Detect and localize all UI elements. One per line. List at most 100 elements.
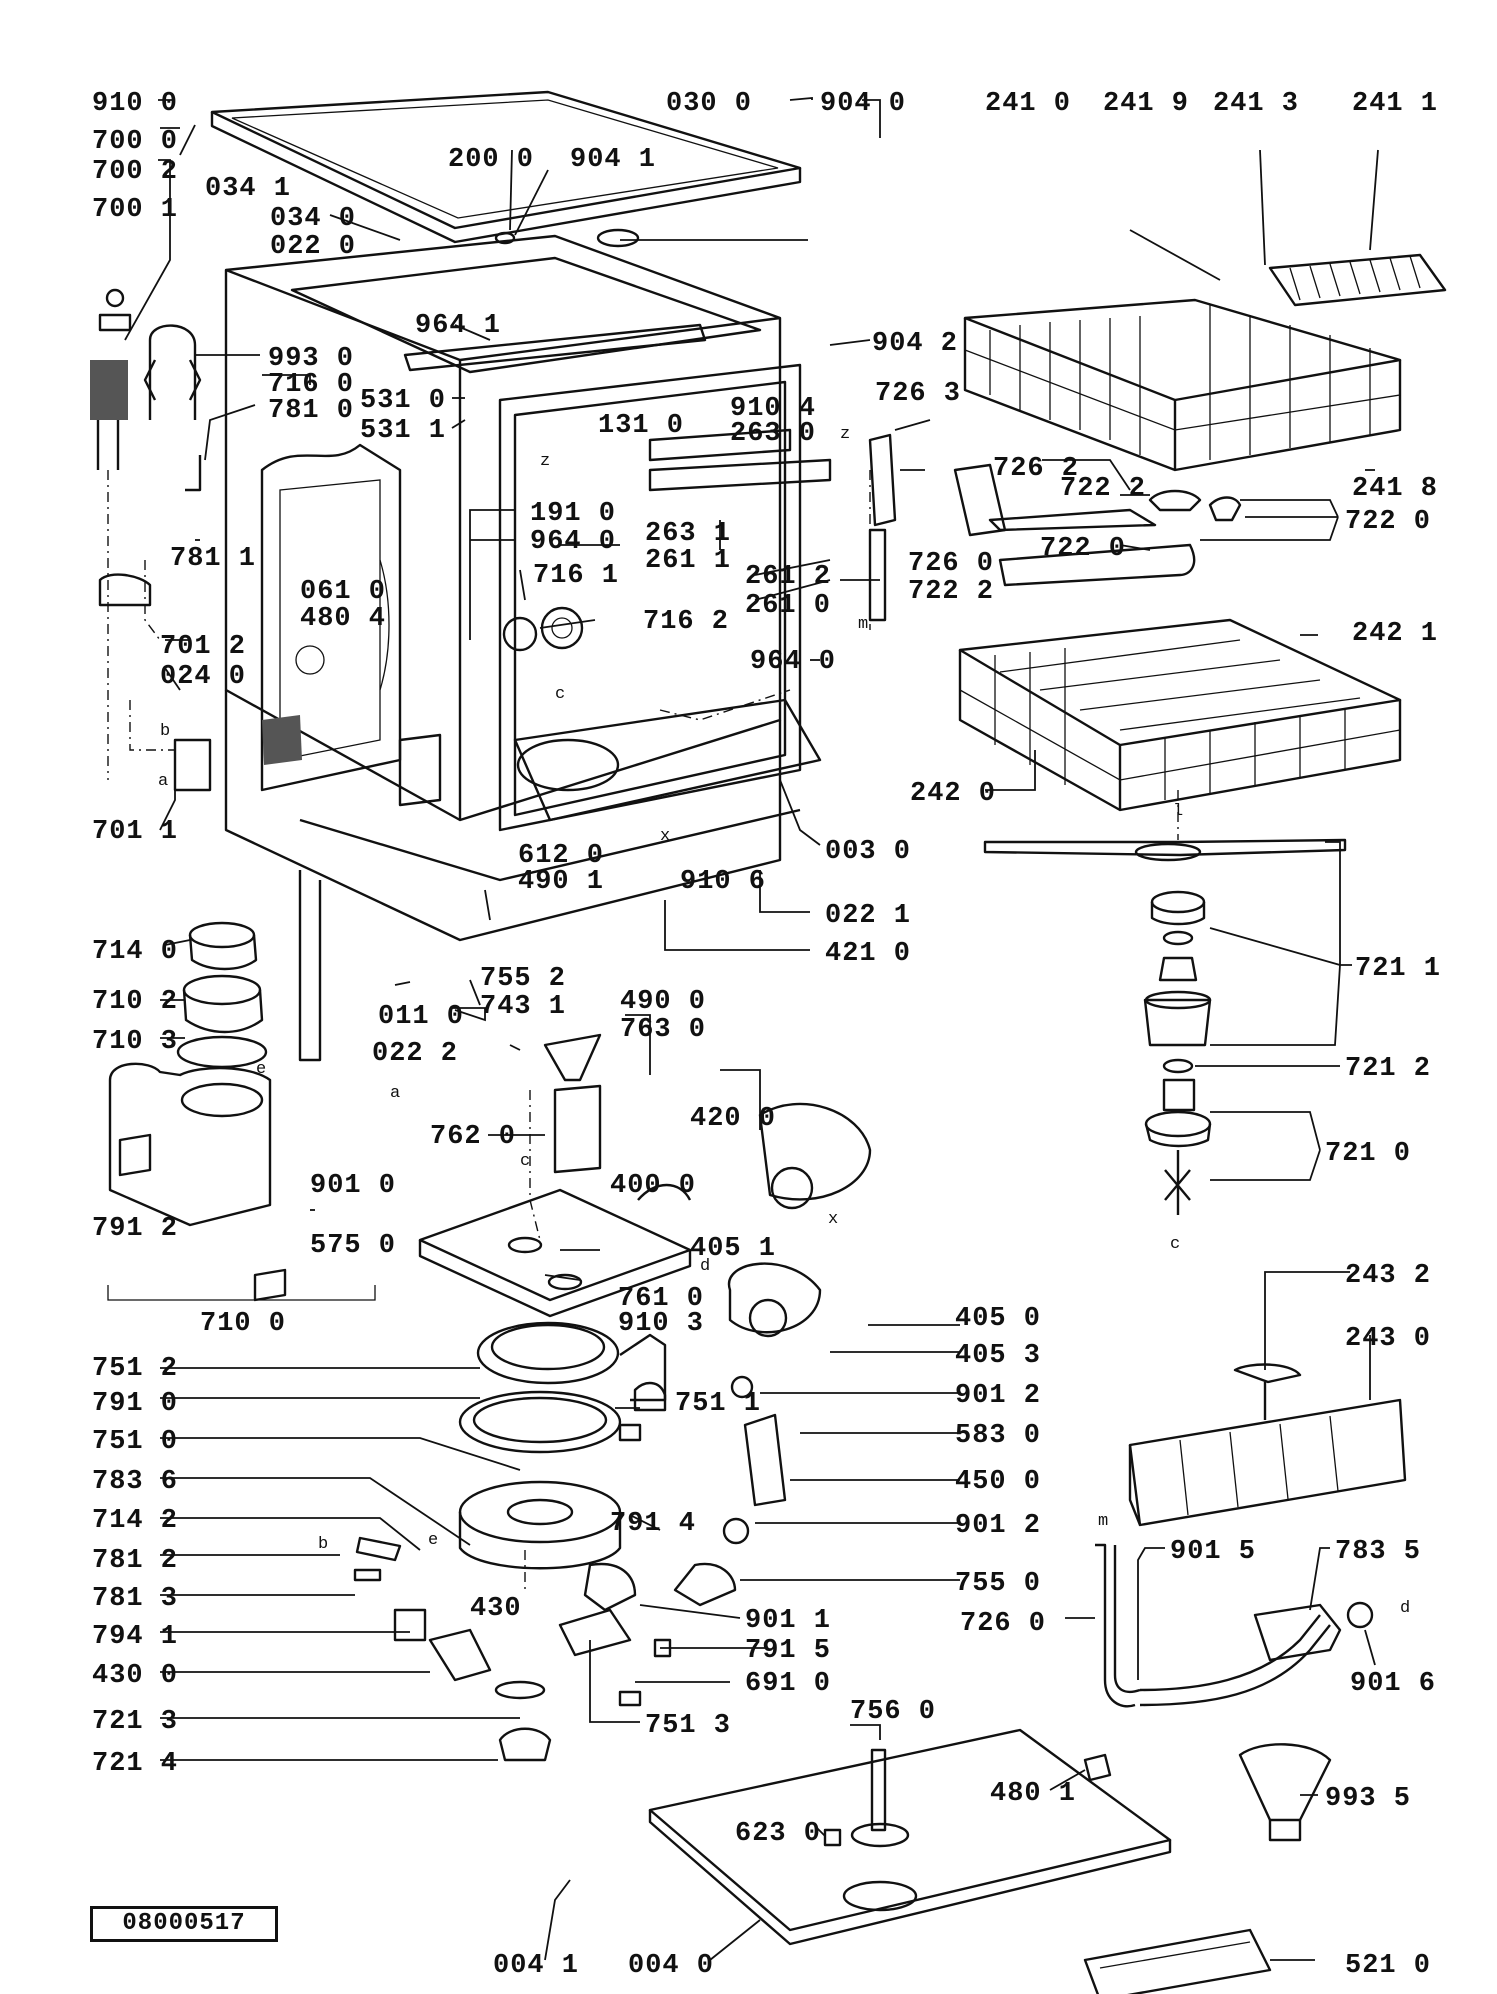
part-label-910-3: 910 3 <box>618 1309 704 1339</box>
part-label-716-1: 716 1 <box>533 561 619 591</box>
document-number: 08000517 <box>90 1906 278 1942</box>
part-label-710-2: 710 2 <box>92 987 178 1017</box>
part-label-721-2: 721 2 <box>1345 1054 1431 1084</box>
part-label-420-0: 420 0 <box>690 1104 776 1134</box>
part-label-405-0: 405 0 <box>955 1304 1041 1334</box>
part-labels: 910 0 700 0 700 2 700 1 034 1 030 0 904 … <box>92 89 1440 1981</box>
connector-c-spray-arm: c <box>1170 1235 1180 1254</box>
part-label-022-2: 022 2 <box>372 1039 458 1069</box>
part-label-722-0-right: 722 0 <box>1345 507 1431 537</box>
connector-m-hose: m <box>1098 1512 1108 1531</box>
part-label-783-5: 783 5 <box>1335 1537 1421 1567</box>
part-label-691-0: 691 0 <box>745 1669 831 1699</box>
part-label-904-0: 904 0 <box>820 89 906 119</box>
part-label-241-9: 241 9 <box>1103 89 1189 119</box>
part-label-003-0: 003 0 <box>825 837 911 867</box>
connector-a-middle: a <box>390 1084 400 1103</box>
part-label-700-1: 700 1 <box>92 195 178 225</box>
part-label-751-0: 751 0 <box>92 1427 178 1457</box>
part-label-241-0: 241 0 <box>985 89 1071 119</box>
connector-e-softener: e <box>256 1060 266 1079</box>
part-label-263-0: 263 0 <box>730 419 816 449</box>
cutlery-basket-drawing <box>1128 1363 1407 1527</box>
part-label-241-3: 241 3 <box>1213 89 1299 119</box>
tub-cabinet-drawing <box>224 234 832 942</box>
part-label-993-5: 993 5 <box>1325 1784 1411 1814</box>
part-label-261-2: 261 2 <box>745 562 831 592</box>
part-label-710-3: 710 3 <box>92 1027 178 1057</box>
part-label-700-0: 700 0 <box>92 127 178 157</box>
part-label-904-1: 904 1 <box>570 145 656 175</box>
part-label-490-1: 490 1 <box>518 867 604 897</box>
part-label-710-0: 710 0 <box>200 1309 286 1339</box>
base-plate-drawing <box>648 1728 1272 1994</box>
part-label-531-0: 531 0 <box>360 386 446 416</box>
part-label-004-1: 004 1 <box>493 1951 579 1981</box>
part-label-743-1: 743 1 <box>480 992 566 1022</box>
part-label-701-1: 701 1 <box>92 817 178 847</box>
part-label-964-0-top: 964 0 <box>530 527 616 557</box>
upper-basket-drawing <box>868 253 1447 622</box>
part-label-531-1: 531 1 <box>360 416 446 446</box>
part-label-716-2: 716 2 <box>643 607 729 637</box>
part-label-480-4: 480 4 <box>300 604 386 634</box>
part-label-701-2: 701 2 <box>160 632 246 662</box>
connector-l-spray: l <box>1173 802 1183 821</box>
connector-e-sump: e <box>428 1531 438 1550</box>
part-label-781-1: 781 1 <box>170 544 256 574</box>
part-label-910-4: 910 4 <box>730 394 816 424</box>
part-label-761-0: 761 0 <box>618 1284 704 1314</box>
part-label-901-1: 901 1 <box>745 1606 831 1636</box>
part-label-791-4: 791 4 <box>610 1509 696 1539</box>
part-label-022-1: 022 1 <box>825 901 911 931</box>
part-label-901-6: 901 6 <box>1350 1669 1436 1699</box>
part-label-794-1: 794 1 <box>92 1622 178 1652</box>
part-label-964-0-right: 964 0 <box>750 647 836 677</box>
part-label-263-1: 263 1 <box>645 519 731 549</box>
part-label-910-0: 910 0 <box>92 89 178 119</box>
part-label-910-6: 910 6 <box>680 867 766 897</box>
connector-m-arm: m <box>858 615 868 634</box>
part-label-405-3: 405 3 <box>955 1341 1041 1371</box>
connector-letters: a b a b c c c d d e e m m x x z z l <box>158 425 1410 1618</box>
part-label-904-2: 904 2 <box>872 329 958 359</box>
part-label-261-0: 261 0 <box>745 591 831 621</box>
part-label-004-0: 004 0 <box>628 1951 714 1981</box>
part-label-721-3: 721 3 <box>92 1707 178 1737</box>
part-label-901-5: 901 5 <box>1170 1537 1256 1567</box>
part-label-024-0: 024 0 <box>160 662 246 692</box>
part-label-243-2: 243 2 <box>1345 1261 1431 1291</box>
part-label-721-4: 721 4 <box>92 1749 178 1779</box>
connector-z-tub: z <box>540 452 550 471</box>
part-label-612-0: 612 0 <box>518 841 604 871</box>
part-label-716-0: 716 0 <box>268 370 354 400</box>
part-label-721-0: 721 0 <box>1325 1139 1411 1169</box>
leader-lines <box>124 97 1379 1961</box>
hose-and-valve-drawing <box>90 288 322 1062</box>
connector-x-tub: x <box>660 827 670 846</box>
part-label-762-0: 762 0 <box>430 1122 516 1152</box>
part-label-726-2: 726 2 <box>993 454 1079 484</box>
part-label-261-1: 261 1 <box>645 546 731 576</box>
part-label-241-8: 241 8 <box>1352 474 1438 504</box>
part-label-521-0: 521 0 <box>1345 1951 1431 1981</box>
part-label-241-1: 241 1 <box>1352 89 1438 119</box>
connector-a-left: a <box>158 772 168 791</box>
part-label-726-0-top: 726 0 <box>908 549 994 579</box>
part-label-722-0-left: 722 0 <box>1040 534 1126 564</box>
part-label-756-0: 756 0 <box>850 1697 936 1727</box>
part-label-781-0: 781 0 <box>268 396 354 426</box>
connector-c-tub: c <box>555 685 565 704</box>
lower-spray-arm-drawing <box>983 838 1347 1215</box>
part-label-755-0: 755 0 <box>955 1569 1041 1599</box>
part-label-490-0: 490 0 <box>620 987 706 1017</box>
part-label-200-0: 200 0 <box>448 145 534 175</box>
part-label-901-0: 901 0 <box>310 1171 396 1201</box>
part-label-061-0: 061 0 <box>300 577 386 607</box>
part-label-901-2-lower: 901 2 <box>955 1511 1041 1541</box>
part-label-781-3: 781 3 <box>92 1584 178 1614</box>
part-label-726-0-bottom: 726 0 <box>960 1609 1046 1639</box>
part-label-131-0: 131 0 <box>598 411 684 441</box>
part-label-405-1: 405 1 <box>690 1234 776 1264</box>
